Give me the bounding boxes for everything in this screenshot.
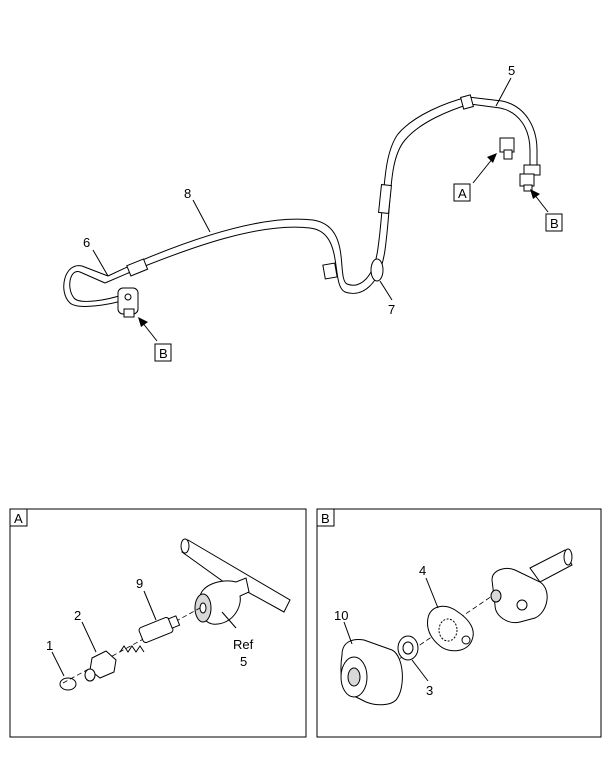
detail-panel-a: A 1 2 9 Ref 5 [9, 508, 307, 738]
callout-10: 10 [334, 608, 348, 623]
view-ref-b-left: B [159, 346, 168, 361]
callout-7: 7 [388, 302, 395, 317]
callout-6: 6 [83, 235, 90, 250]
service-port-cap [503, 149, 513, 160]
hose-band [126, 258, 149, 277]
panel-b-tube-end [563, 548, 573, 566]
view-ref-a: A [458, 186, 467, 201]
panel-a-label: A [14, 511, 23, 526]
panel-a-tube-end [180, 538, 190, 554]
tube-6 [69, 271, 126, 302]
panel-b-flange [491, 567, 548, 624]
right-fitting-stub [523, 184, 533, 192]
view-ref-b-left-box [154, 343, 172, 362]
tube-5 [469, 103, 531, 165]
view-ref-a-box [453, 183, 471, 202]
panel-b-tube [529, 549, 573, 583]
arrow-b-right [530, 189, 540, 199]
valve-core-9-tip [167, 615, 181, 629]
right-fitting-nut [519, 173, 535, 187]
tube-6-inner [63, 265, 129, 307]
panel-b-tag [316, 508, 335, 527]
view-ref-b-right: B [550, 216, 559, 231]
callout-3: 3 [426, 683, 433, 698]
panel-a-tag [9, 508, 28, 527]
gasket-4-hole [461, 635, 471, 645]
panel-a-frame [9, 508, 307, 738]
hose-8 [104, 103, 471, 294]
detail-panel-b: B 10 3 4 [316, 508, 602, 738]
callout-ref: Ref [233, 637, 254, 652]
callout-5: 5 [508, 63, 515, 78]
tube-5-inner [467, 96, 538, 165]
cap-2-end [84, 668, 96, 682]
callout-1: 1 [46, 638, 53, 653]
tube-5-nut [460, 94, 474, 110]
hose-band [322, 262, 338, 280]
hose-assembly [63, 94, 541, 318]
panel-a-fitting-bore [199, 602, 207, 614]
arrow-a [487, 153, 497, 163]
panel-b-flange-hole [516, 599, 528, 611]
main-callouts: 5 8 6 7 A B B [83, 63, 563, 362]
o-ring-1 [59, 677, 77, 691]
valve-core-9-spring [119, 645, 145, 653]
callout-2: 2 [74, 608, 81, 623]
hose-sleeve-7 [370, 258, 384, 282]
valve-core-9 [138, 616, 174, 644]
callout-4: 4 [419, 563, 426, 578]
cap-10-bore [347, 667, 361, 687]
arrow-b-left [138, 317, 148, 327]
panel-b-label: B [321, 511, 330, 526]
left-fitting-stub [123, 308, 135, 318]
hose-band [378, 184, 392, 214]
gasket-4-ring [438, 618, 458, 642]
panel-b-flange-port [490, 589, 502, 603]
left-fitting-port [124, 293, 132, 301]
panel-b-frame [316, 508, 602, 738]
callout-ref-5: 5 [240, 654, 247, 669]
hose-8-inner [107, 96, 469, 286]
view-ref-b-right-box [545, 213, 563, 232]
washer-3-hole [402, 641, 414, 655]
callout-9: 9 [136, 576, 143, 591]
callout-8: 8 [184, 186, 191, 201]
